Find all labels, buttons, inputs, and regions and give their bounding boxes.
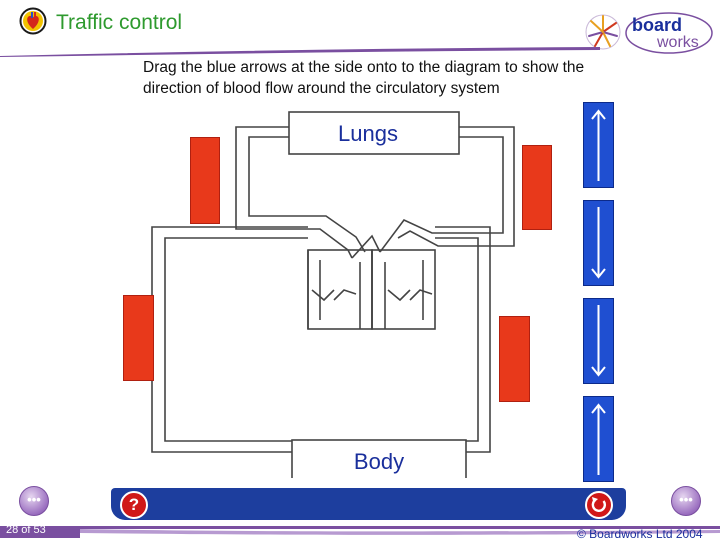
logo-word-works: works: [656, 34, 699, 51]
instruction-text: Drag the blue arrows at the side onto to…: [143, 59, 585, 97]
boardworks-logo: board works: [585, 12, 713, 54]
help-button[interactable]: ?: [120, 491, 148, 519]
drop-slot-body-left[interactable]: [123, 295, 154, 381]
arrow-down-icon: [591, 207, 606, 279]
reset-button[interactable]: [585, 491, 613, 519]
next-slide-icon: •••: [679, 492, 693, 507]
reset-icon: [591, 497, 607, 512]
body-label: Body: [354, 449, 404, 474]
arrow-up-icon: [591, 403, 606, 475]
slide-counter: 28 of 53: [6, 524, 46, 536]
draggable-arrow-down[interactable]: [583, 298, 614, 384]
arrow-down-icon: [591, 305, 606, 377]
arrow-up-icon: [591, 109, 606, 181]
footer-divider: [0, 526, 720, 538]
draggable-arrow-down[interactable]: [583, 200, 614, 286]
lungs-label: Lungs: [338, 121, 398, 146]
drop-slot-body-right[interactable]: [499, 316, 530, 402]
previous-slide-icon: •••: [27, 492, 41, 507]
copyright-text: © Boardworks Ltd 2004: [577, 527, 703, 541]
circulatory-diagram: Lungs Body: [151, 111, 515, 478]
draggable-arrow-up[interactable]: [583, 396, 614, 482]
help-icon: ?: [128, 495, 140, 514]
page-title: Traffic control: [56, 11, 183, 34]
boardworks-star-icon: [585, 14, 621, 50]
drop-slot-lungs-left[interactable]: [190, 137, 220, 224]
header-divider: [0, 47, 600, 57]
heart-circulation-icon: [19, 7, 47, 35]
drop-slot-lungs-right[interactable]: [522, 145, 552, 230]
logo-word-board: board: [632, 15, 682, 35]
draggable-arrow-up[interactable]: [583, 102, 614, 188]
next-slide-button[interactable]: •••: [671, 486, 701, 516]
previous-slide-button[interactable]: •••: [19, 486, 49, 516]
control-bar: [111, 488, 626, 520]
